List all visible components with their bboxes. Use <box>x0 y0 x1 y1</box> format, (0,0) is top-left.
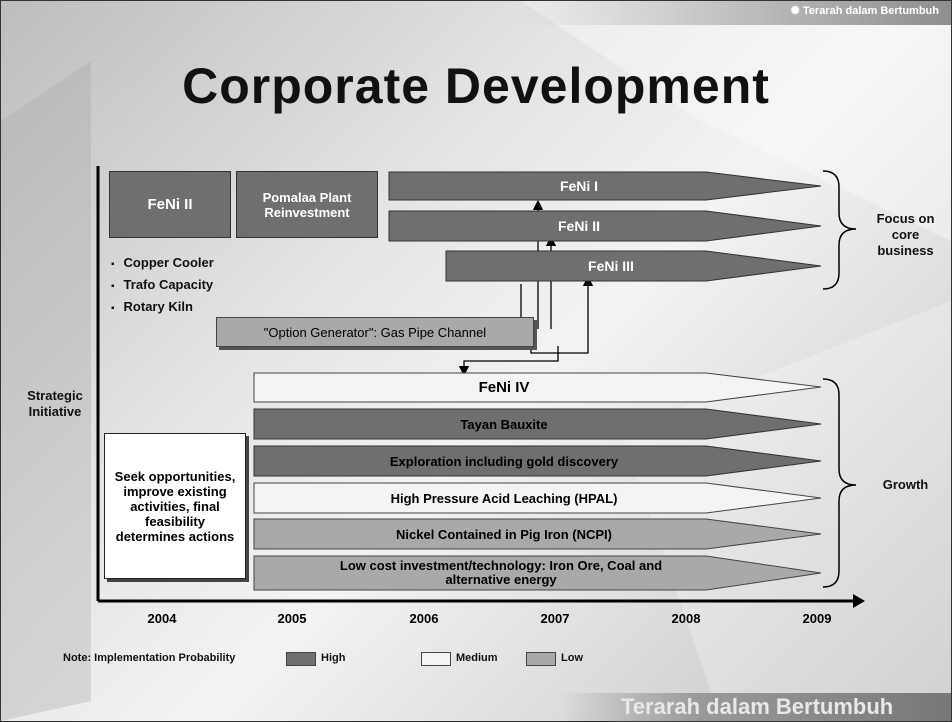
growth-brace <box>822 378 857 588</box>
arrow-exploration <box>253 445 822 477</box>
growth-brace-label: Growth <box>882 477 929 492</box>
core-brace <box>822 170 857 290</box>
banner-tagline: Terarah dalam Bertumbuh <box>802 5 939 17</box>
arrow-feni-1 <box>388 171 822 201</box>
arrow-label: FeNi II <box>557 218 600 234</box>
year-tick: 2006 <box>409 611 439 626</box>
arrow-label: Nickel Contained in Pig Iron (NCPI) <box>396 526 612 542</box>
core-brace-label: Focus on core business <box>876 211 935 258</box>
top-banner: ✺ Terarah dalam Bertumbuh <box>521 1 951 25</box>
feni2-box: FeNi II <box>109 171 231 238</box>
arrow-ncpi <box>253 518 822 550</box>
bullet-item: Copper Cooler <box>111 253 214 275</box>
arrow-tayan <box>253 408 822 440</box>
seek-opportunities-box: Seek opportunities, improve existing act… <box>104 433 246 579</box>
year-tick: 2005 <box>277 611 307 626</box>
year-tick: 2007 <box>540 611 570 626</box>
page-title: Corporate Development <box>182 58 770 114</box>
y-axis-label: Strategic Initiative <box>27 388 83 419</box>
year-tick: 2004 <box>147 611 177 626</box>
arrow-label: FeNi I <box>559 178 599 194</box>
arrow-feni-4 <box>253 372 822 403</box>
legend-label-low: Low <box>561 652 583 664</box>
arrow-label: FeNi IV <box>478 379 530 396</box>
arrow-label: High Pressure Acid Leaching (HPAL) <box>390 490 618 506</box>
arrow-hpal <box>253 482 822 514</box>
legend-swatch-low <box>526 652 556 666</box>
footer-banner: Terarah dalam Bertumbuh <box>561 693 951 721</box>
banner-logo-icon: ✺ <box>790 5 803 17</box>
legend-label-high: High <box>321 652 346 664</box>
year-tick: 2009 <box>802 611 832 626</box>
option-generator-box: "Option Generator": Gas Pipe Channel <box>216 317 534 347</box>
legend-label-medium: Medium <box>456 652 498 664</box>
x-axis-arrowhead <box>853 594 865 608</box>
arrow-label: Tayan Bauxite <box>460 416 548 432</box>
pomalaa-box: Pomalaa Plant Reinvestment <box>236 171 378 238</box>
arrow-feni-2 <box>388 210 822 242</box>
arrow-label: Exploration including gold discovery <box>389 453 619 469</box>
year-tick: 2008 <box>671 611 701 626</box>
arrow-label: Low cost investment/technology: Iron Ore… <box>339 558 663 587</box>
arrow-low-cost <box>253 555 822 591</box>
arrow-feni-3 <box>445 250 822 282</box>
legend-swatch-medium <box>421 652 451 666</box>
bullet-list: Copper Cooler Trafo Capacity Rotary Kiln <box>111 253 214 319</box>
legend-prefix: Note: Implementation Probability <box>63 652 236 664</box>
legend-swatch-high <box>286 652 316 666</box>
bullet-item: Rotary Kiln <box>111 297 214 319</box>
arrow-label: FeNi III <box>588 258 634 274</box>
bullet-item: Trafo Capacity <box>111 275 214 297</box>
